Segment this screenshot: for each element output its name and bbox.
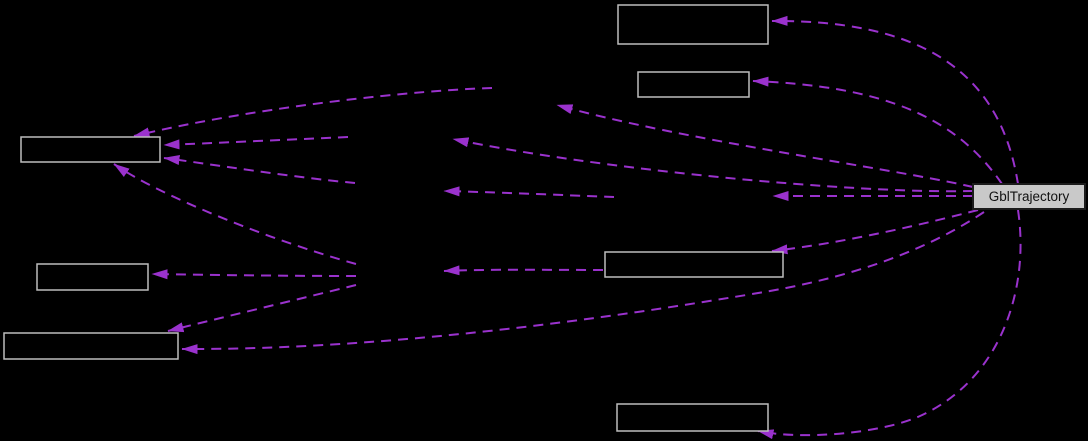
node-box-bottom[interactable] xyxy=(616,403,769,432)
edge-hidden-d-to-midleft-box xyxy=(151,269,357,280)
node-box-center[interactable] xyxy=(604,251,784,278)
edge-hidden-d-to-left-box xyxy=(113,163,357,265)
nodes: GblTrajectory xyxy=(3,4,1086,432)
edge-hidden-b-to-left-box xyxy=(163,136,349,150)
edge-hidden-d-to-bottomleft-box xyxy=(167,284,357,333)
edge-hidden-c-to-left-box xyxy=(163,155,356,184)
edge-hidden-a-to-left-box xyxy=(133,87,493,138)
edge-main-to-bottom-box xyxy=(757,209,1022,440)
edge-main-to-top-box xyxy=(771,15,1019,185)
node-box-left[interactable] xyxy=(20,136,161,163)
edge-main-to-hidden-node-b xyxy=(452,137,974,193)
node-box-midleft[interactable] xyxy=(36,263,149,291)
edge-main-to-upper-box xyxy=(752,76,1003,185)
node-box-top[interactable] xyxy=(617,4,769,45)
node-box-upper[interactable] xyxy=(637,71,750,98)
main-node-label: GblTrajectory xyxy=(989,189,1070,204)
edges xyxy=(113,15,1022,440)
main-node-rect[interactable] xyxy=(972,183,1086,210)
edge-main-to-center-box xyxy=(771,209,979,255)
node-main-gbltrajectory[interactable]: GblTrajectory xyxy=(972,183,1086,210)
node-box-bottomleft[interactable] xyxy=(3,332,179,360)
edge-main-to-bottomleft-box xyxy=(181,211,985,355)
edge-hidden-e-to-hidden-c xyxy=(443,186,615,198)
edge-main-to-hidden-node-a xyxy=(556,104,974,188)
edge-center-box-to-hidden-d xyxy=(443,265,604,276)
